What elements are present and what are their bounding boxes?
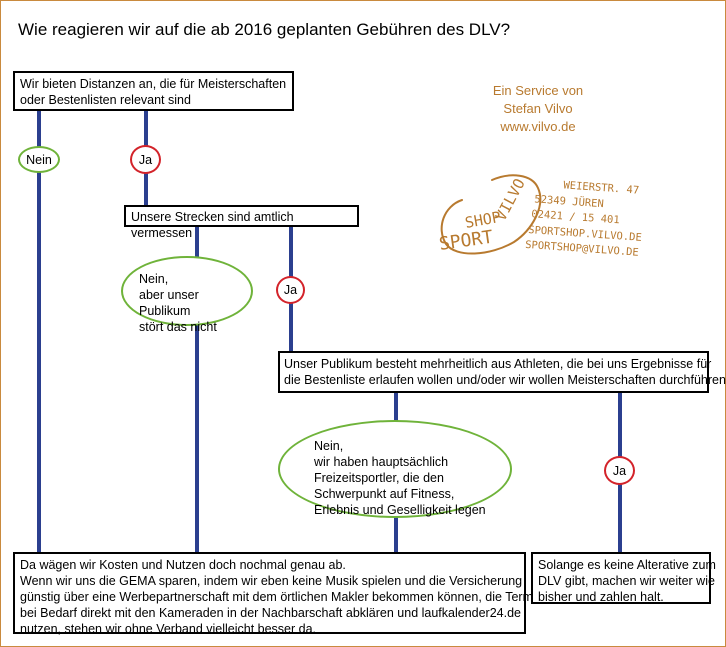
- page-title: Wie reagieren wir auf die ab 2016 geplan…: [18, 20, 511, 39]
- question-distances-line2: oder Bestenlisten relevant sind: [20, 93, 191, 107]
- logo-swoosh: [440, 174, 542, 255]
- question-box-athletes: Unser Publikum besteht mehrheitlich aus …: [278, 351, 726, 393]
- answer-no-audience-line2: aber unser Publikum: [139, 288, 199, 318]
- answer-yes-athletes-oval: Ja: [604, 456, 635, 485]
- answer-no-leisure-line5: Erlebnis und Geselligkeit legen: [314, 503, 486, 517]
- service-credit-line3: www.vilvo.de: [500, 119, 576, 134]
- result-weigh-line5: nutzen, stehen wir ohne Verband vielleic…: [20, 622, 317, 636]
- result-box-continue: Solange es keine Alterative zum DLV gibt…: [531, 552, 716, 604]
- question-athletes-line2: die Bestenliste erlaufen wollen und/oder…: [284, 373, 726, 387]
- service-credit-line1: Ein Service von: [492, 83, 584, 98]
- answer-no-leisure-line4: Schwerpunkt auf Fitness,: [314, 487, 455, 501]
- answer-no-leisure-line2: wir haben hauptsächlich: [314, 455, 449, 469]
- connector-q1-no: [37, 110, 41, 553]
- result-box-weigh-costs: Da wägen wir Kosten und Nutzen doch noch…: [13, 552, 550, 636]
- answer-no-audience-oval: Nein, aber unser Publikum stört das nich…: [121, 256, 253, 334]
- answer-no-audience-line1: Nein,: [139, 272, 169, 286]
- answer-yes-measured-oval: Ja: [276, 276, 305, 304]
- shop-address: WEIERSTR. 47 52349 JÜREN 02421 / 15 401 …: [525, 176, 646, 261]
- connector-q2-no: [195, 226, 199, 553]
- answer-no-audience-line3: stört das nicht: [139, 320, 217, 334]
- service-credit: Ein Service von Stefan Vilvo www.vilvo.d…: [478, 82, 598, 136]
- question-box-measured: Unsere Strecken sind amtlich vermessen: [124, 205, 359, 240]
- answer-no-leisure-line1: Nein,: [314, 439, 344, 453]
- sportshop-vilvo-logo: SPORT SHOP VILVO: [438, 174, 542, 255]
- answer-yes-athletes-label: Ja: [612, 463, 627, 478]
- question-distances-line1: Wir bieten Distanzen an, die für Meister…: [20, 77, 287, 91]
- result-weigh-line4: bei Bedarf direkt mit den Kameraden in d…: [20, 606, 522, 620]
- service-credit-line2: Stefan Vilvo: [503, 101, 573, 116]
- answer-no-leisure-oval: Nein, wir haben hauptsächlich Freizeitsp…: [278, 420, 512, 518]
- question-box-distances: Wir bieten Distanzen an, die für Meister…: [13, 71, 294, 111]
- result-continue-line2: DLV gibt, machen wir weiter wie: [538, 574, 715, 588]
- question-measured-text: Unsere Strecken sind amtlich vermessen: [131, 210, 294, 240]
- result-weigh-line3: günstig über eine Werbepartnerschaft mit…: [20, 590, 550, 604]
- logo-word-vilvo: VILVO: [492, 176, 529, 224]
- answer-no-label: Nein: [26, 152, 52, 167]
- answer-yes-measured-label: Ja: [283, 283, 298, 297]
- answer-no-oval: Nein: [18, 146, 60, 173]
- answer-yes-oval: Ja: [130, 145, 161, 174]
- result-continue-line3: bisher und zahlen halt.: [538, 590, 664, 604]
- result-weigh-line1: Da wägen wir Kosten und Nutzen doch noch…: [20, 558, 346, 572]
- answer-no-leisure-line3: Freizeitsportler, die den: [314, 471, 444, 485]
- result-weigh-line2: Wenn wir uns die GEMA sparen, indem wir …: [20, 574, 523, 588]
- logo-word-shop: SHOP: [464, 208, 503, 232]
- question-athletes-line1: Unser Publikum besteht mehrheitlich aus …: [284, 357, 712, 371]
- answer-yes-label: Ja: [138, 152, 153, 167]
- result-continue-line1: Solange es keine Alterative zum: [538, 558, 716, 572]
